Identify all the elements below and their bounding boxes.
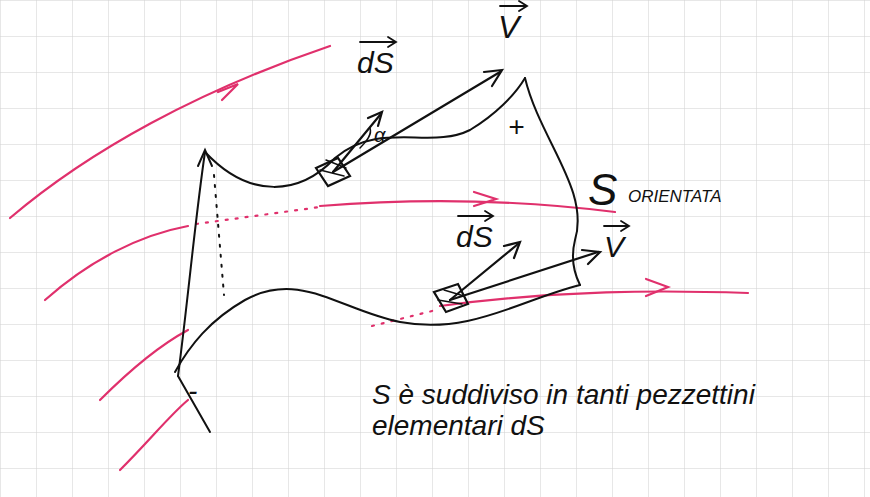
note-text: S è suddiviso in tanti pezzettini elemen… — [372, 380, 862, 442]
vector-label: V — [604, 230, 624, 263]
orientation-sign: + — [508, 112, 524, 143]
surface-name: S — [588, 166, 617, 214]
orientation-sign: - — [188, 376, 197, 407]
vectors — [316, 1, 629, 312]
vector-label: dS — [357, 46, 394, 79]
vector-label: dS — [456, 220, 493, 253]
surface-note: ORIENTATA — [628, 188, 722, 207]
vector-label: V — [498, 10, 519, 45]
surface-outline — [175, 78, 580, 432]
angle-label: α — [374, 124, 385, 146]
